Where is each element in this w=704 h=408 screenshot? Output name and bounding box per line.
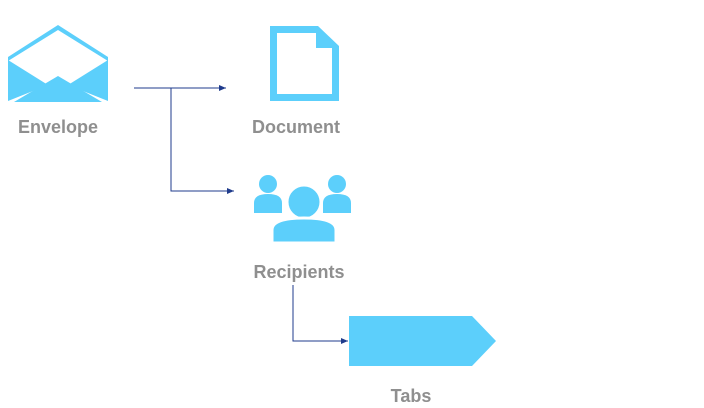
envelope-open-icon bbox=[8, 25, 108, 102]
tabs-label: Tabs bbox=[391, 386, 432, 406]
connectors bbox=[134, 85, 348, 344]
connector-recipients-to-tabs bbox=[292, 285, 348, 344]
people-group-icon bbox=[254, 175, 351, 245]
envelope-label: Envelope bbox=[18, 117, 98, 137]
document-icon bbox=[270, 26, 339, 101]
document-label: Document bbox=[252, 117, 340, 137]
tab-pentagon-icon bbox=[349, 316, 496, 366]
recipients-label: Recipients bbox=[253, 262, 344, 282]
envelope-node: Envelope bbox=[8, 25, 108, 137]
recipients-node: Recipients bbox=[253, 175, 351, 282]
tabs-node: Tabs bbox=[349, 316, 496, 406]
connector-envelope-to-recipients bbox=[170, 88, 234, 194]
document-node: Document bbox=[252, 26, 340, 137]
